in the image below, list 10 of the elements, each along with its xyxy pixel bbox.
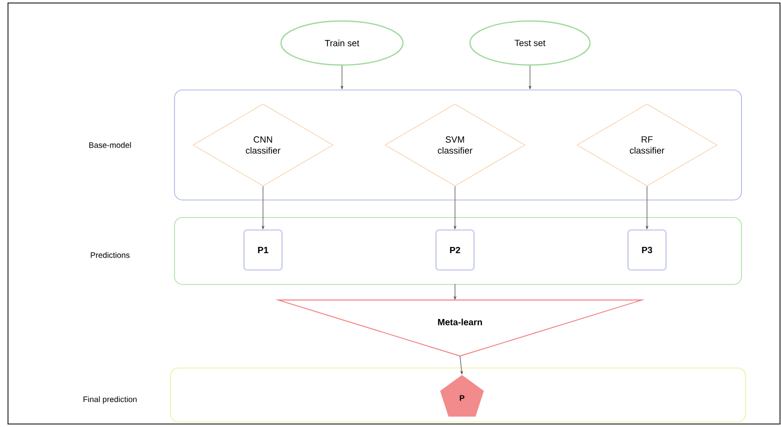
prediction-box: P1 <box>244 230 282 270</box>
final-pentagon: P <box>440 375 484 417</box>
prediction-box: P3 <box>628 230 666 270</box>
row-label: Final prediction <box>84 396 137 404</box>
row-label: Predictions <box>90 252 130 258</box>
prediction-box: P2 <box>436 230 474 270</box>
stage-band <box>174 217 742 285</box>
stage-band <box>170 368 746 422</box>
stage-band <box>174 90 742 200</box>
row-label: Base-model <box>89 142 131 148</box>
